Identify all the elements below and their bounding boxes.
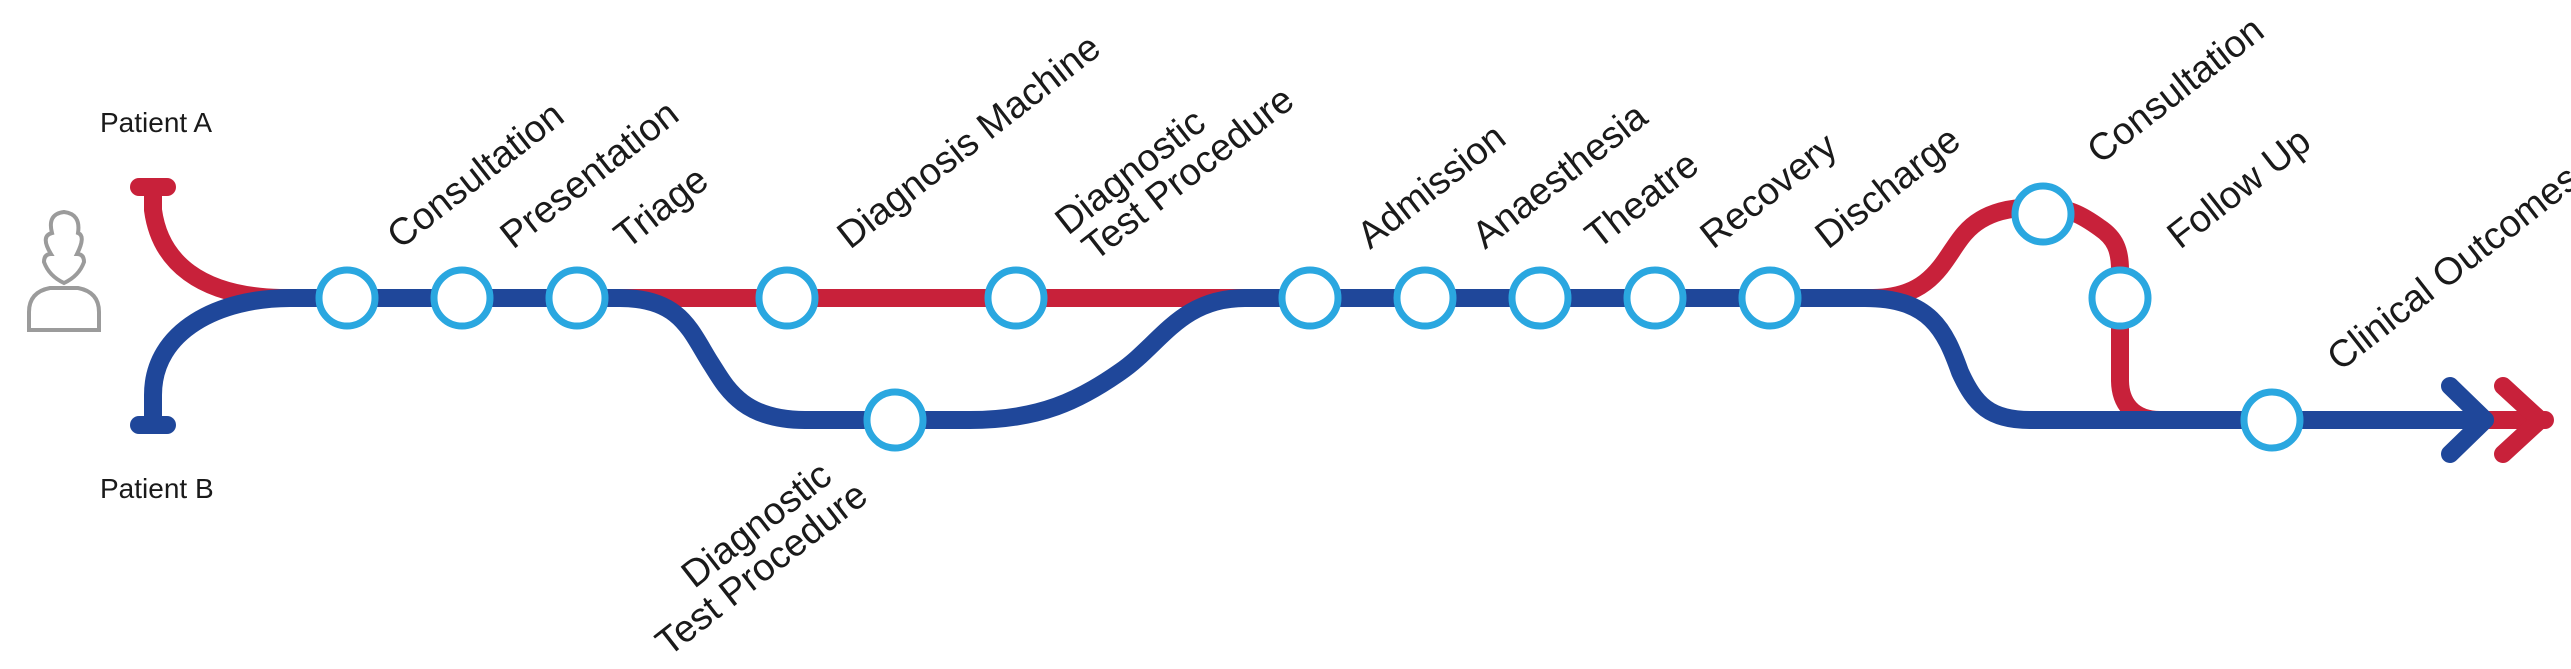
station-consultation-2	[2011, 182, 2075, 246]
stations	[315, 182, 2304, 452]
station-diagnostic-test-b	[863, 388, 927, 452]
station-recovery	[1623, 266, 1687, 330]
station-consultation-1	[315, 266, 379, 330]
patient-b-arrow-head	[2441, 377, 2494, 463]
station-anaesthesia	[1393, 266, 1457, 330]
user-outline-icon	[27, 209, 101, 332]
patient-a-label: Patient A	[100, 107, 212, 138]
station-clinical-outcomes	[2240, 388, 2304, 452]
label-follow-up: Follow Up	[2160, 120, 2319, 257]
label-clinical-outcomes: Clinical Outcomes	[2320, 157, 2571, 379]
patient-b-route-line	[144, 289, 2494, 434]
station-diagnosis-machine	[755, 266, 819, 330]
station-presentation	[430, 266, 494, 330]
station-diagnostic-test-a	[984, 266, 1048, 330]
patient-a-arrow-head	[2494, 377, 2549, 463]
station-theatre	[1508, 266, 1572, 330]
station-discharge	[1738, 266, 1802, 330]
label-consultation-2: Consultation	[2080, 9, 2272, 172]
station-admission	[1278, 266, 1342, 330]
station-follow-up	[2088, 266, 2152, 330]
station-triage	[545, 266, 609, 330]
label-discharge: Discharge	[1808, 119, 1969, 257]
patient-b-label: Patient B	[100, 473, 214, 504]
